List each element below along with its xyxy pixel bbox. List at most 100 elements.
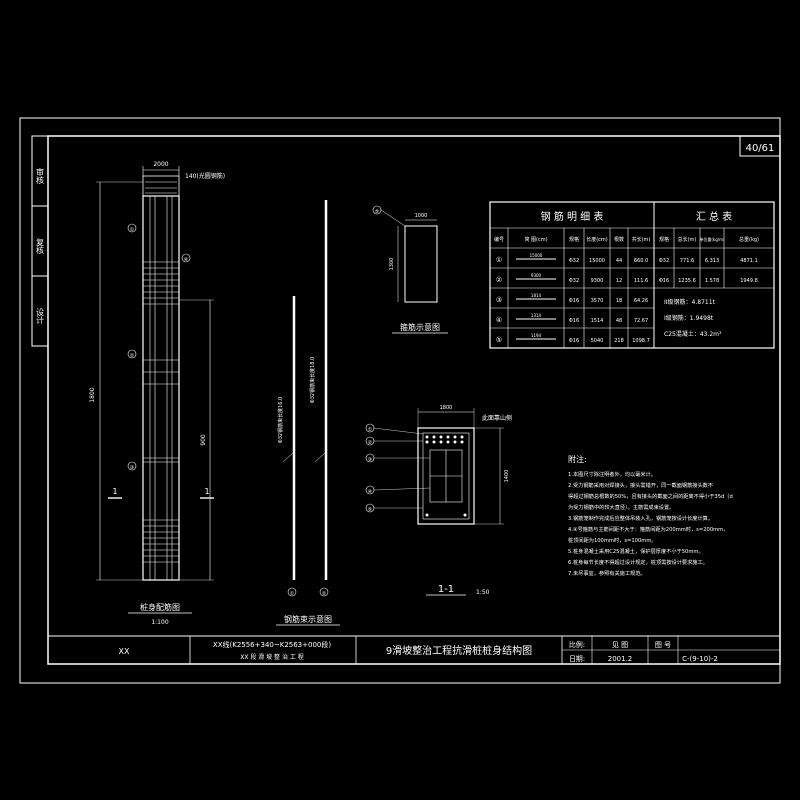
- sth-spec: 规格: [659, 236, 669, 243]
- table-title: 钢 筋 明 细 表: [541, 210, 604, 223]
- summary-weight: 4871.1: [740, 258, 758, 264]
- tb-scale-label: 比例:: [569, 640, 585, 649]
- row-total: 1098.7: [632, 338, 650, 344]
- summary-unit: 6.313: [705, 258, 719, 264]
- sth-length: 总长(m): [678, 236, 697, 243]
- row-total: 111.6: [634, 278, 648, 284]
- stirrup-diagram: 1000 1300 ⑤ 箍筋示意图: [372, 205, 448, 334]
- notes-block: 附注: 1.本图尺寸除注明者外，均以毫米计。 2.受力钢筋采用对焊接头，接头需错开…: [568, 454, 733, 577]
- summary-spec: Φ16: [659, 278, 669, 284]
- notes-title: 附注:: [568, 454, 587, 464]
- section-callout-3: ③: [368, 457, 372, 463]
- pile-height-dim: 1800: [89, 387, 96, 402]
- note-line: 桩顶间距为100mm时，s=100mm。: [568, 536, 657, 544]
- row-no: ④: [496, 316, 502, 324]
- cut-label-right: 1: [204, 487, 209, 496]
- page-number: 40/61: [746, 143, 775, 154]
- pile-upper-dim: 900: [200, 434, 207, 446]
- strip-label-check: 复核: [36, 237, 45, 255]
- cut-label-left: 1: [112, 487, 117, 496]
- row-length: 5040: [591, 338, 604, 344]
- row-total: 72.67: [634, 318, 648, 324]
- pile-section-view: 2000 140(光圆钢筋) 1800 900 1 1 ① ② ③ ④ 桩身配筋…: [89, 161, 225, 626]
- summary-unit: 1.578: [705, 278, 719, 284]
- section-callout-1: ①: [368, 427, 373, 433]
- cross-section-view: 1800 1400 此面靠山侧 ① ② ③ ④ ⑤ 1-1 1:50: [365, 405, 512, 596]
- th-length: 长度(cm): [586, 236, 608, 243]
- stirrup-label: ⑤: [375, 209, 379, 215]
- th-spec: 规格: [569, 236, 579, 243]
- tb-scale-value: 见 图: [612, 641, 628, 649]
- row-length: 1514: [591, 318, 604, 324]
- section-callout-2: ②: [368, 440, 373, 446]
- row-diagram-dim: 1814: [531, 293, 542, 298]
- strip-label-review: 审核: [36, 167, 45, 185]
- outer-frame: [19, 117, 781, 684]
- sth-weight: 总重(kg): [739, 236, 759, 243]
- row-no: ②: [496, 276, 502, 284]
- note-line: 为受力钢筋中的较大直径）。主筋需成束设置。: [568, 503, 674, 511]
- stirrup-title: 箍筋示意图: [400, 322, 440, 332]
- note-line: 1.本图尺寸除注明者外，均以毫米计。: [568, 470, 656, 478]
- summary-spec: Φ32: [659, 258, 669, 264]
- pile-callout-3: ③: [130, 465, 134, 471]
- rebar-label-1: ①: [290, 591, 295, 597]
- row-no: ①: [496, 256, 502, 264]
- note-line: 4.④号箍筋与主筋间距不大于：箍筋间距为200mm时，s=200mm，: [568, 525, 728, 533]
- tb-project-line1: XX线(K2556+340~K2563+000段): [213, 640, 331, 649]
- rebar-note-2: Φ32钢筋束长度18.0: [309, 357, 316, 403]
- section-top-note: 此面靠山侧: [482, 414, 512, 422]
- row-total: 660.0: [634, 258, 648, 264]
- row-spec: Φ16: [569, 318, 579, 324]
- summary-length: 1235.6: [678, 278, 696, 284]
- row-length: 15000: [589, 258, 605, 264]
- row-count: 48: [616, 318, 622, 324]
- note-line: 得超过钢筋总根数的50%，且有接头的截面之间的距离不得小于35d（d: [568, 492, 733, 500]
- row-diagram-dim: 1194: [531, 333, 542, 338]
- row-diagram-dim: 9300: [531, 273, 542, 278]
- sth-unit: 单位重(kg/m): [699, 236, 725, 242]
- row-spec: Φ16: [569, 338, 579, 344]
- summary-weight: 1949.8: [740, 278, 758, 284]
- row-diagram-dim: 1314: [531, 313, 542, 318]
- row-count: 218: [614, 338, 624, 344]
- row-spec: Φ16: [569, 298, 579, 304]
- note-line: 2.受力钢筋采用对焊接头，接头需错开，同一截面钢筋接头数不: [568, 481, 713, 489]
- row-count: 44: [616, 258, 622, 264]
- pile-callout-2: ②: [130, 353, 135, 359]
- total-grade-2: II级钢筋：4.8711t: [664, 298, 716, 306]
- rebar-table: 钢 筋 明 细 表 汇 总 表 编号 简 图(cm) 规格 长度(cm) 根数 …: [489, 201, 775, 349]
- section-dim-height: 1400: [504, 470, 510, 483]
- note-line: 3.钢筋笼制作完成后应整体吊装入孔，钢筋笼按设计长度计算。: [568, 514, 713, 522]
- section-scale: 1:50: [476, 589, 490, 596]
- section-callout-5: ⑤: [368, 507, 372, 513]
- note-line: 6.桩身每节长度不得超过设计规定，桩顶需按设计要求施工。: [568, 558, 708, 566]
- page-number-box: [739, 135, 781, 157]
- th-no: 编号: [494, 236, 504, 243]
- row-no: ⑤: [496, 336, 502, 344]
- summary-title: 汇 总 表: [696, 210, 732, 223]
- summary-length: 771.6: [680, 258, 694, 264]
- row-diagram-dim: 15000: [530, 253, 543, 258]
- pile-top-note: 140(光圆钢筋): [185, 172, 225, 180]
- title-block: XX XX线(K2556+340~K2563+000段) XX 段 滑 坡 整 …: [47, 635, 781, 665]
- stirrup-dim-height: 1300: [389, 258, 395, 271]
- pile-callout-1: ①: [130, 227, 135, 233]
- rebar-bundle-title: 钢筋束示意图: [284, 614, 332, 624]
- row-spec: Φ32: [569, 278, 579, 284]
- pile-callout-4: ④: [184, 257, 189, 263]
- tb-drawing-no: C-(9-10)-2: [682, 655, 718, 663]
- row-length: 9300: [591, 278, 604, 284]
- strip-label-design: 设计: [36, 307, 45, 325]
- pile-section-title: 桩身配筋图: [140, 602, 180, 612]
- note-line: 5.桩身混凝土采用C25混凝土，保护层厚度不小于50mm。: [568, 547, 704, 555]
- pile-width-dim: 2000: [153, 161, 168, 168]
- tb-drawing-no-label: 图 号: [655, 641, 671, 649]
- left-sign-strip: 审核 复核 设计: [31, 135, 49, 347]
- section-title: 1-1: [438, 584, 454, 595]
- tb-company: XX: [119, 647, 130, 656]
- section-dim-width: 1800: [440, 405, 453, 411]
- row-length: 3570: [591, 298, 604, 304]
- row-total: 64.26: [634, 298, 648, 304]
